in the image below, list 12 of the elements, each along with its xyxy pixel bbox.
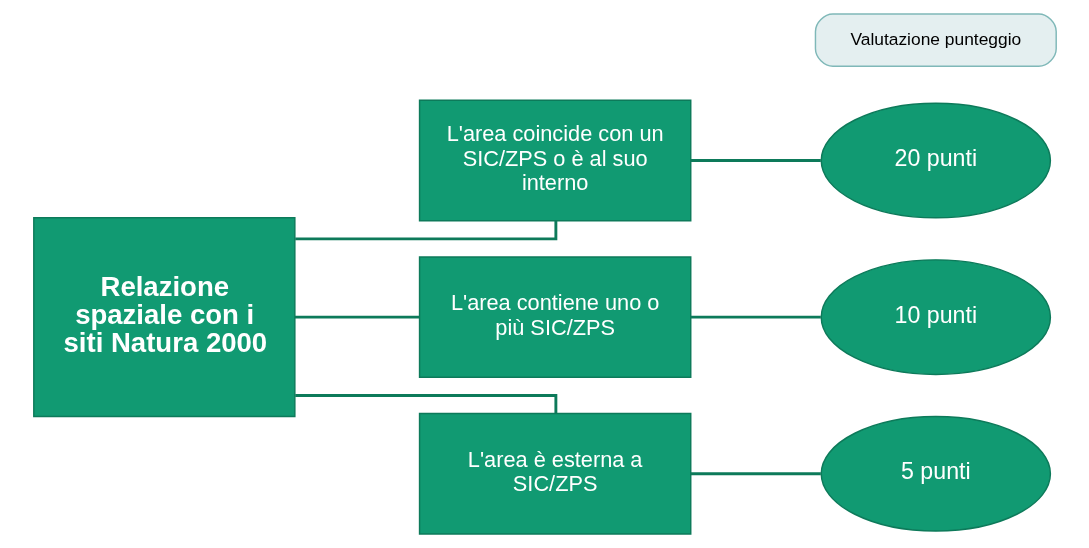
node-box: Relazione spaziale con i siti Natura 2000 — [32, 217, 296, 418]
connector — [690, 159, 821, 162]
connector — [294, 315, 419, 319]
node-ellipse: 5 punti — [820, 415, 1051, 532]
connector — [690, 315, 821, 319]
node-box: L'area coincide con un SIC/ZPS o è al suo interno — [418, 99, 691, 222]
node-box: L'area è esterna a SIC/ZPS — [418, 412, 691, 535]
node-box: Valutazione punteggio — [814, 13, 1057, 67]
connector — [690, 472, 821, 476]
node-ellipse: 10 punti — [820, 259, 1051, 376]
node-box: L'area contiene uno o più SIC/ZPS — [418, 256, 691, 379]
node-ellipse: 20 punti — [820, 102, 1051, 219]
